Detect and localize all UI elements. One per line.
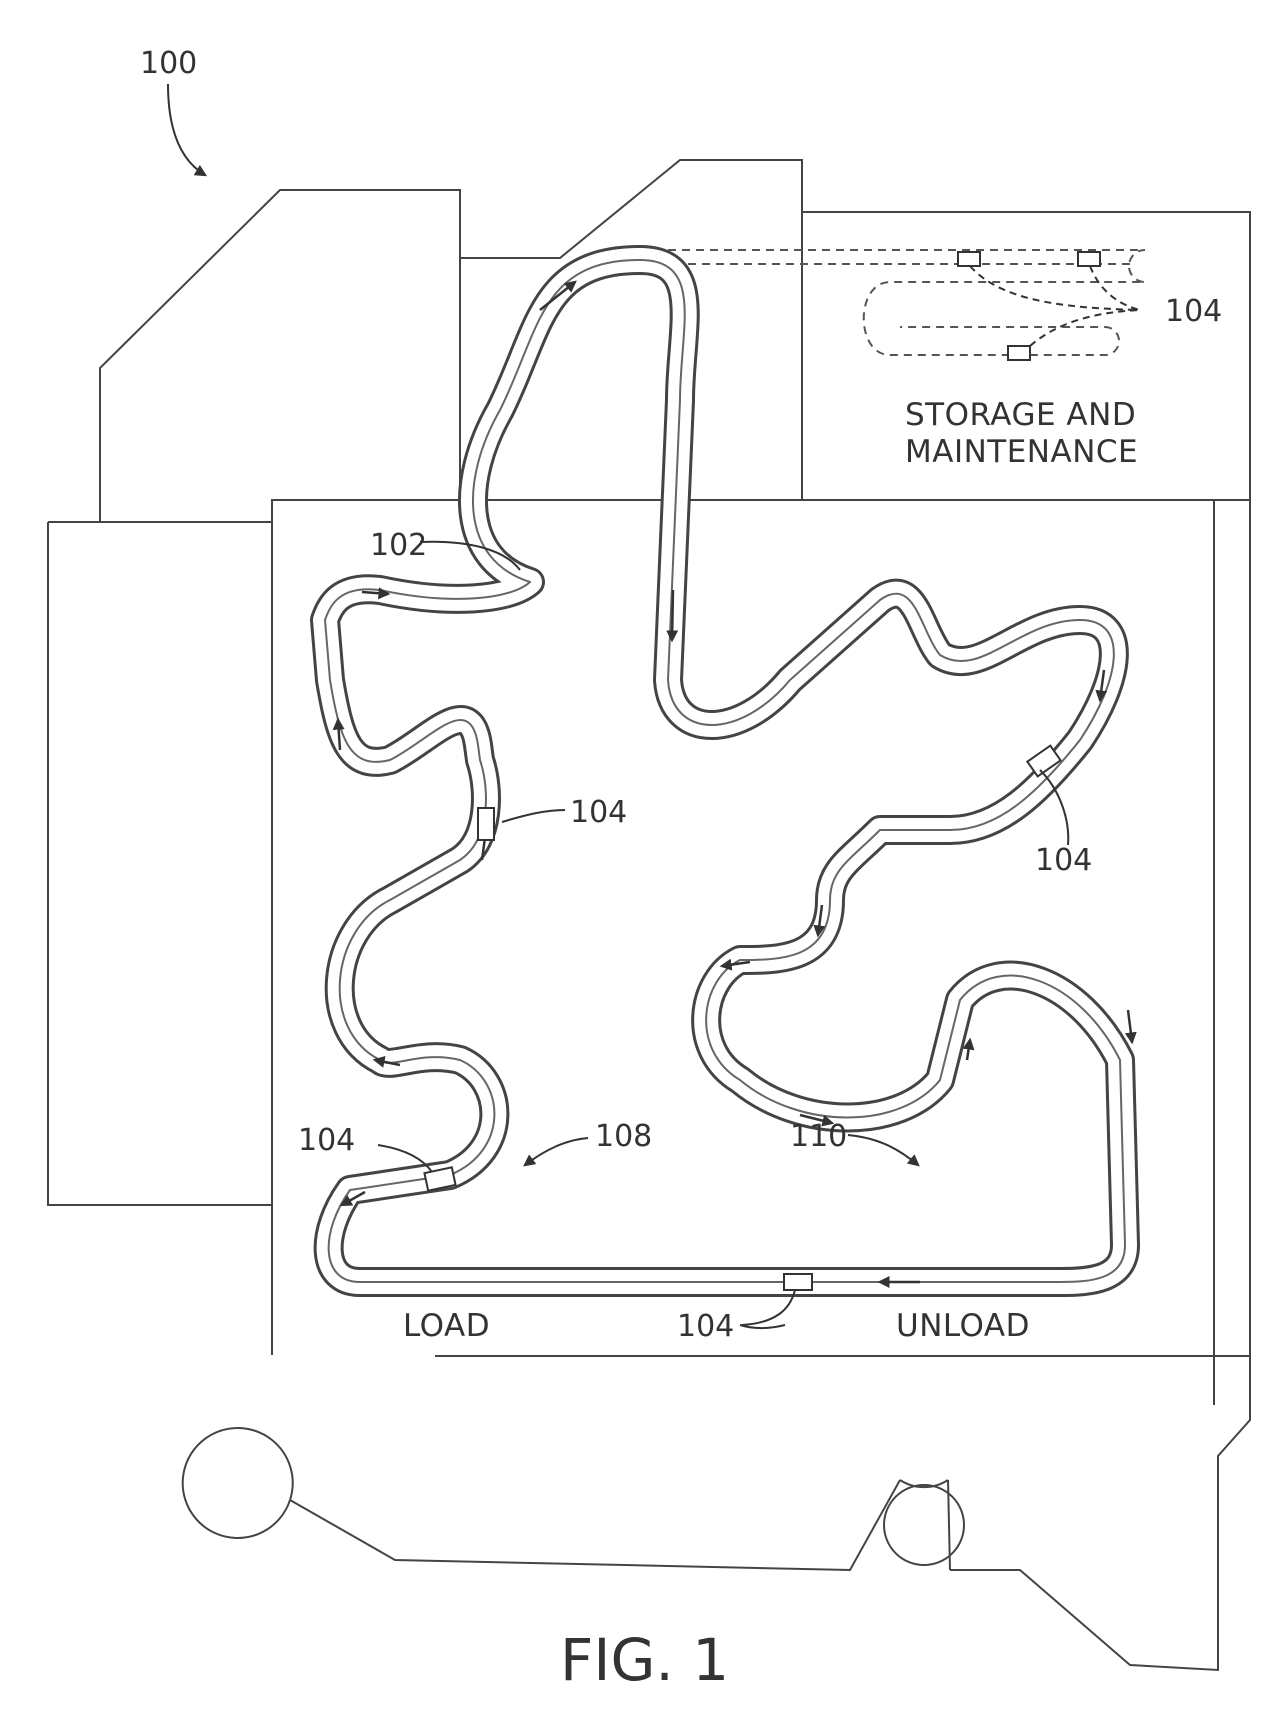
vehicle-1 (477, 807, 495, 841)
storage-leaders (969, 265, 1141, 347)
building-round-features (181, 1426, 965, 1566)
track-arrow (1124, 1009, 1137, 1045)
label-track: 102 (370, 528, 427, 563)
vehicle-3 (423, 1166, 457, 1192)
label-load-zone-ref: 108 (595, 1119, 652, 1154)
zone-storage-line2: MAINTENANCE (905, 434, 1138, 470)
leader-lines (167, 83, 1070, 1329)
vehicle-2 (1025, 744, 1063, 778)
label-vehicle-storage: 104 (1165, 294, 1222, 329)
track-arrow (332, 717, 345, 751)
zone-unload: UNLOAD (896, 1308, 1030, 1344)
track-direction-arrows (332, 280, 1137, 1288)
track-arrow (539, 280, 577, 311)
track-arrow (1095, 669, 1108, 703)
building-outline (47, 159, 1251, 1672)
track-arrow (666, 589, 679, 643)
vehicle-storage-3 (1007, 345, 1031, 361)
track-arrow (361, 587, 391, 600)
ride-track (310, 245, 1140, 1297)
track-arrow (719, 958, 751, 971)
label-system: 100 (140, 46, 197, 81)
label-vehicle-3: 104 (298, 1123, 355, 1158)
track-arrow (962, 1037, 975, 1061)
track-arrow (372, 1055, 401, 1068)
figure-caption: FIG. 1 (560, 1626, 729, 1694)
storage-vehicles (957, 251, 1101, 361)
track-arrow (339, 1190, 366, 1207)
track-vehicles (423, 744, 1063, 1291)
vehicle-4 (783, 1273, 813, 1291)
label-vehicle-1: 104 (570, 795, 627, 830)
label-vehicle-4: 104 (677, 1309, 734, 1344)
label-vehicle-2: 104 (1035, 843, 1092, 878)
vehicle-storage-1 (957, 251, 981, 267)
zone-load: LOAD (403, 1308, 490, 1344)
label-unload-zone-ref: 110 (790, 1119, 847, 1154)
track-arrow (799, 1113, 835, 1127)
track-arrow (813, 904, 826, 938)
vehicle-storage-2 (1077, 251, 1101, 267)
zone-storage-line1: STORAGE AND (905, 397, 1136, 433)
